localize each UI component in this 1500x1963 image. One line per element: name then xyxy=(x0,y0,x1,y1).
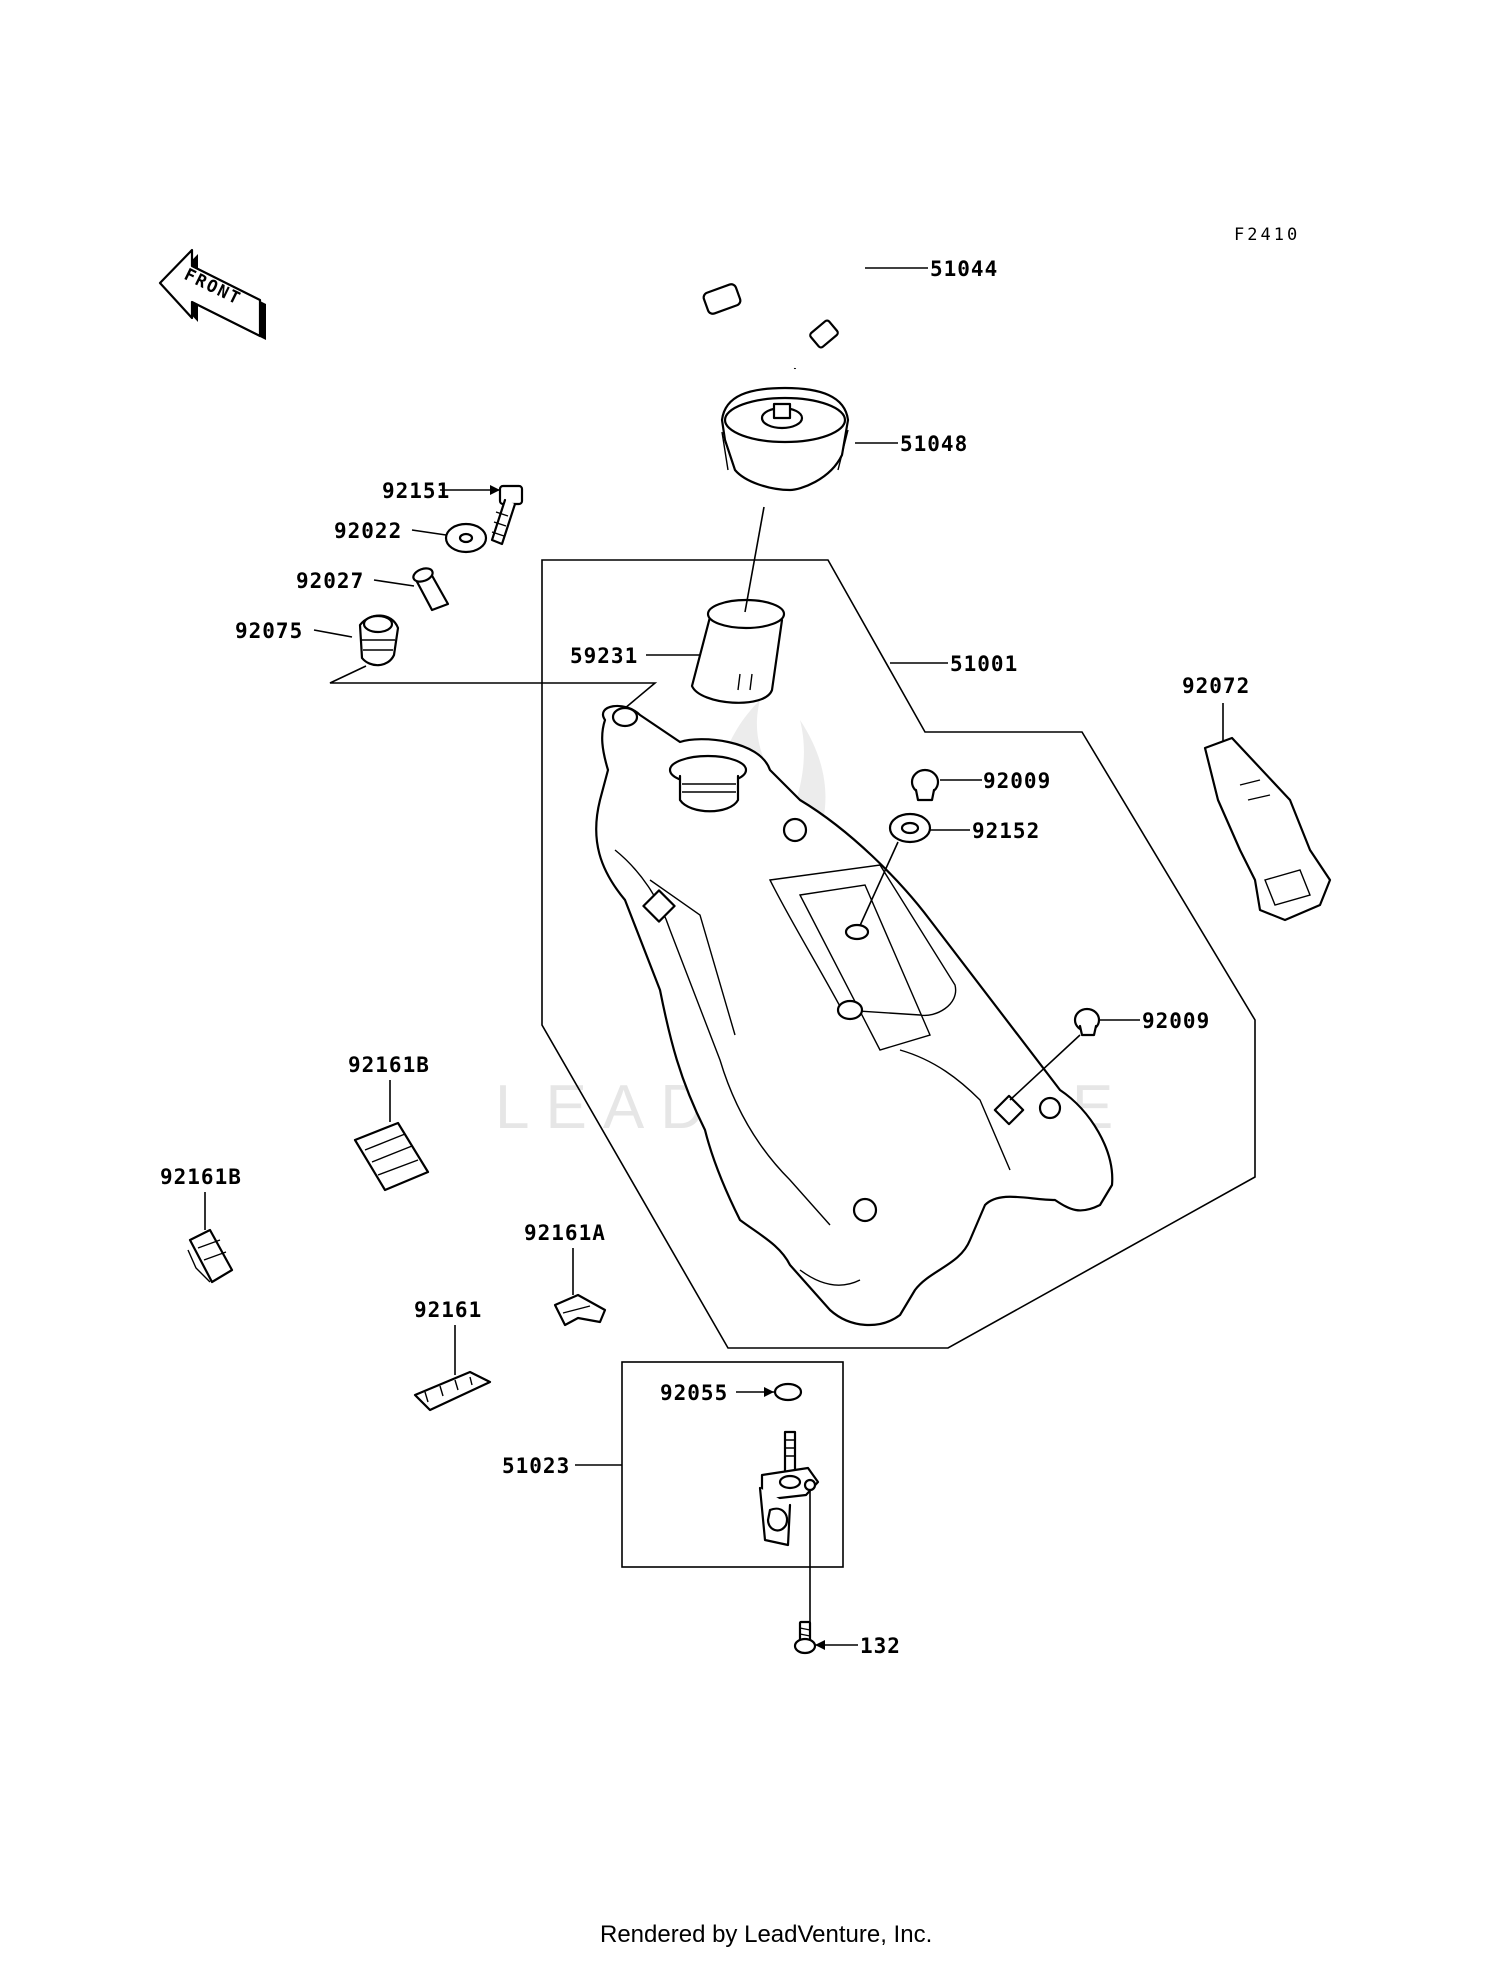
part-label-51048: 51048 xyxy=(900,432,968,456)
collar-92027 xyxy=(412,567,450,612)
o-ring-92055 xyxy=(773,1382,803,1402)
part-label-51023: 51023 xyxy=(502,1454,570,1478)
cap-92009-lower xyxy=(1073,1007,1101,1037)
part-label-92009-upper: 92009 xyxy=(983,769,1051,793)
tank-assembly-outline xyxy=(541,559,1256,1349)
part-label-92072: 92072 xyxy=(1182,674,1250,698)
fuel-cock-51023 xyxy=(758,1430,820,1547)
part-label-59231: 59231 xyxy=(570,644,638,668)
part-label-92027: 92027 xyxy=(296,569,364,593)
part-label-132: 132 xyxy=(860,1634,901,1658)
fuel-cap xyxy=(720,386,850,492)
part-label-51044: 51044 xyxy=(930,257,998,281)
pad-92161 xyxy=(413,1370,492,1412)
part-label-92161B-lower: 92161B xyxy=(160,1165,242,1189)
clip-92161A xyxy=(553,1293,607,1327)
clip-92161B-lower xyxy=(187,1228,234,1284)
part-label-92152: 92152 xyxy=(972,819,1040,843)
breather-hose xyxy=(702,255,865,370)
footer-credit: Rendered by LeadVenture, Inc. xyxy=(600,1921,932,1948)
rubber-strap-92072 xyxy=(1203,736,1332,922)
bolt-92151 xyxy=(490,484,524,546)
part-label-92161A: 92161A xyxy=(524,1221,606,1245)
part-label-92055: 92055 xyxy=(660,1381,728,1405)
part-label-92009-lower: 92009 xyxy=(1142,1009,1210,1033)
front-arrow-icon: FRONT xyxy=(158,248,266,340)
cap-92009-upper xyxy=(910,768,940,802)
washer-92022 xyxy=(444,522,488,554)
fuel-tank xyxy=(595,704,1114,1327)
screw-132 xyxy=(793,1620,817,1655)
part-label-92151: 92151 xyxy=(382,479,450,503)
part-label-92161B-upper: 92161B xyxy=(348,1053,430,1077)
part-label-92075: 92075 xyxy=(235,619,303,643)
fuel-filter-59231 xyxy=(690,598,786,704)
part-label-92161: 92161 xyxy=(414,1298,482,1322)
pad-92161B-upper xyxy=(353,1121,430,1192)
figure-code: F2410 xyxy=(1234,225,1300,245)
damper-92075 xyxy=(358,614,400,667)
part-label-92022: 92022 xyxy=(334,519,402,543)
part-label-51001: 51001 xyxy=(950,652,1018,676)
washer-92152 xyxy=(888,812,932,844)
